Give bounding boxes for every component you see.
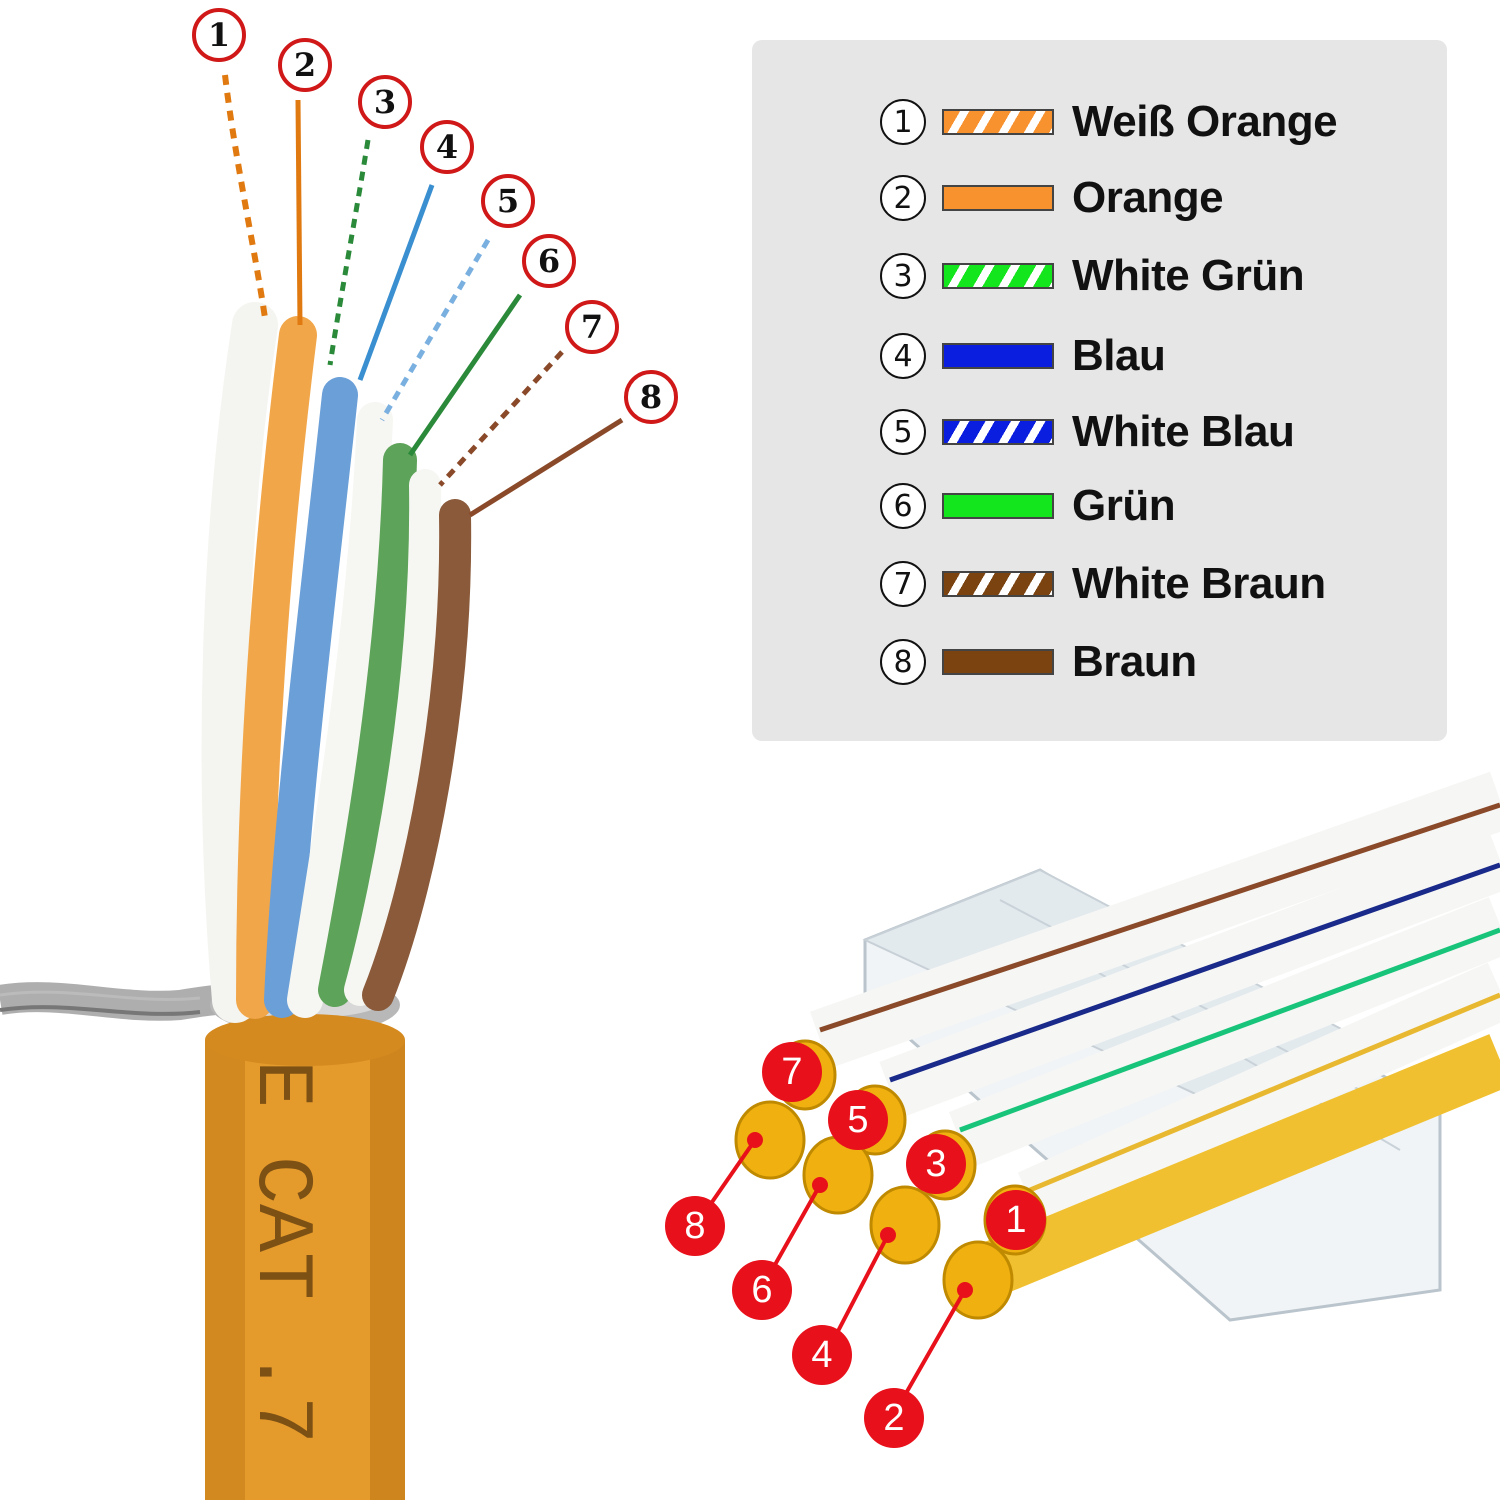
cable-jacket	[205, 1014, 405, 1500]
legend-label: White Blau	[1072, 407, 1295, 456]
connector-callout-4: 4	[792, 1325, 852, 1385]
legend-number: 2	[880, 175, 926, 221]
color-swatch	[942, 649, 1054, 675]
color-swatch	[942, 263, 1054, 289]
legend-row: 4 Blau	[880, 326, 1166, 386]
cable-callout-6: 6	[522, 234, 576, 288]
conductors	[222, 74, 624, 518]
cable-callout-4: 4	[420, 120, 474, 174]
legend-number: 8	[880, 639, 926, 685]
cable-callout-5: 5	[481, 174, 535, 228]
cable-callout-2: 2	[278, 38, 332, 92]
cable-callout-1: 1	[192, 8, 246, 62]
legend-number: 4	[880, 333, 926, 379]
legend-label: White Grün	[1072, 251, 1305, 300]
legend-row: 1 Weiß Orange	[880, 92, 1338, 152]
legend-label: Grün	[1072, 481, 1176, 530]
color-swatch	[942, 343, 1054, 369]
legend-row: 6 Grün	[880, 476, 1176, 536]
legend-number: 6	[880, 483, 926, 529]
connector-leaders	[708, 1132, 973, 1396]
legend-number: 1	[880, 99, 926, 145]
legend-row: 2 Orange	[880, 168, 1224, 228]
legend-label: Weiß Orange	[1072, 97, 1338, 146]
connector-callout-8: 8	[665, 1196, 725, 1256]
connector-wires	[810, 771, 1500, 1296]
wire-bundle	[201, 302, 472, 1023]
cable-callout-7: 7	[565, 300, 619, 354]
connector-callout-2: 2	[864, 1388, 924, 1448]
cable-callout-3: 3	[358, 75, 412, 129]
connector-callout-5: 5	[828, 1090, 888, 1150]
cable-callout-8: 8	[624, 370, 678, 424]
connector-callout-7: 7	[762, 1042, 822, 1102]
cable-print: E CAT .7	[235, 1060, 326, 1444]
color-legend-panel	[752, 40, 1447, 741]
connector-callout-1: 1	[986, 1190, 1046, 1250]
color-swatch	[942, 185, 1054, 211]
legend-row: 8 Braun	[880, 632, 1197, 692]
color-swatch	[942, 419, 1054, 445]
legend-label: White Braun	[1072, 559, 1326, 608]
legend-number: 5	[880, 409, 926, 455]
legend-label: Braun	[1072, 637, 1197, 686]
connector-callout-3: 3	[906, 1134, 966, 1194]
color-swatch	[942, 571, 1054, 597]
legend-row: 3 White Grün	[880, 246, 1305, 306]
color-swatch	[942, 493, 1054, 519]
legend-number: 7	[880, 561, 926, 607]
legend-label: Orange	[1072, 173, 1224, 222]
legend-label: Blau	[1072, 331, 1166, 380]
legend-row: 5 White Blau	[880, 402, 1295, 462]
color-swatch	[942, 109, 1054, 135]
legend-row: 7 White Braun	[880, 554, 1326, 614]
connector-callout-6: 6	[732, 1260, 792, 1320]
legend-number: 3	[880, 253, 926, 299]
